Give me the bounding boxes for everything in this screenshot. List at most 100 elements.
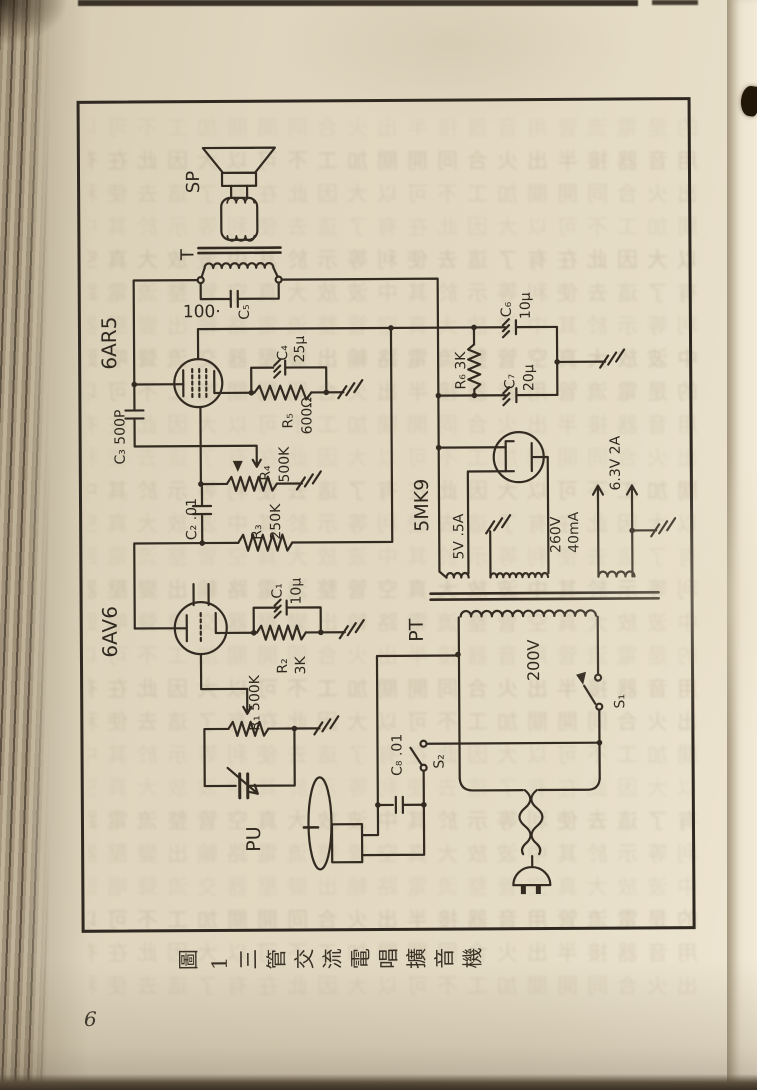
label-5v: 5V .5A [451, 513, 467, 559]
label-c7-name: C₇ [502, 374, 518, 389]
switch-s2-blade [409, 746, 423, 766]
pickup-crystal-capacitor [238, 772, 250, 800]
capacitor-c2 [191, 485, 213, 545]
capacitor-c5 [199, 281, 280, 309]
caption-char: 電 [349, 948, 373, 969]
label-pt: PT [406, 618, 428, 642]
capacitor-c4 [250, 359, 328, 394]
winding-200v-primary [459, 609, 598, 618]
caption-char: 唱 [377, 948, 401, 969]
label-200v: 200V [524, 639, 543, 681]
label-sp: SP [183, 171, 204, 194]
winding-5v [445, 571, 470, 579]
label-c1-value: 10μ [288, 578, 304, 605]
diode-plate-stubs [192, 582, 210, 607]
control-marker-triangle-s1 [576, 671, 587, 685]
voice-coil [220, 196, 259, 242]
mains-plug [512, 866, 552, 887]
winding-63v [597, 570, 636, 578]
grid-to-volume-wiper [199, 652, 249, 712]
capacitor-c1 [252, 599, 322, 634]
label-r1: R₁ 500K [247, 674, 263, 731]
motor-box [330, 823, 364, 864]
caption-char: 機 [461, 947, 485, 968]
transformer-t-core [197, 246, 282, 255]
tube-6ar5-stage [124, 326, 476, 552]
switch-s1-blade [583, 684, 597, 705]
label-tube-6ar5: 6AR5 [97, 317, 121, 370]
label-tube-5mk9: 5MK9 [411, 479, 433, 532]
control-marker-triangle [232, 460, 243, 472]
caption-char: 圖 [177, 949, 201, 970]
caption-char: 流 [321, 948, 345, 969]
label-tube-6av6: 6AV6 [98, 606, 122, 658]
page-top-edge-fragment [652, 0, 698, 5]
caption-char: 三 [237, 949, 261, 970]
label-c5-value: 100· [183, 302, 221, 322]
pickup-needle-arrow [226, 766, 259, 795]
label-s2: S₂ [432, 754, 448, 769]
book-spine-page-edges [0, 0, 50, 1090]
label-t: T [177, 248, 198, 261]
label-r5-name: R₅ [280, 413, 296, 428]
tube-6av6-stage [133, 541, 365, 800]
label-s1: S₁ [612, 694, 628, 709]
label-40ma: 40mA [566, 511, 582, 553]
speaker-magnet [220, 171, 258, 188]
twisted-cord [518, 789, 532, 856]
resistor-r6 [466, 343, 482, 391]
record-player-unit [302, 654, 601, 871]
label-c6-value: 10μ [518, 292, 534, 319]
label-c2: C₂ .01 [184, 498, 200, 540]
resistor-r3 [237, 533, 294, 552]
label-pu: PU [243, 826, 265, 852]
label-c4-name: C₄ [275, 345, 291, 361]
caption-char: 音 [433, 948, 457, 969]
line-cord-start [458, 777, 601, 792]
label-r4-value: 500K [277, 446, 293, 483]
page-right-edge [727, 0, 757, 1090]
transformer-t-primary-coil [203, 262, 275, 270]
caption-char: 擴 [405, 948, 429, 969]
label-260v: 260V [548, 516, 564, 553]
page-corner-shadow [0, 0, 120, 90]
page-bottom-shadow [0, 1074, 757, 1090]
label-c3: C₃ 500P [112, 410, 128, 465]
resistor-r5 [253, 384, 313, 401]
label-r4-name: R₄ [258, 465, 274, 481]
label-c1-name: C₁ [270, 583, 286, 598]
speaker-cone [201, 146, 276, 175]
caption-char: 交 [293, 948, 317, 969]
label-c7-value: 20μ [521, 364, 537, 391]
caption-char: 管 [265, 949, 289, 970]
page-top-edge [78, 0, 638, 6]
label-r5-value: 600Ω [299, 397, 315, 435]
b-plus-rail [196, 326, 476, 361]
figure-frame [76, 97, 696, 933]
label-r6: R₆ 3K [453, 351, 469, 390]
caption-char: 1 [208, 957, 232, 971]
label-r3-name: R₃ [249, 524, 265, 539]
label-c8: C₈ .01 [389, 734, 405, 776]
transformer-pt-core [429, 591, 660, 601]
label-r2-name: R₂ [275, 658, 291, 673]
label-c4-value: 25μ [292, 336, 308, 363]
label-c6-name: C₆ [499, 301, 515, 317]
capacitor-c8 [376, 795, 425, 815]
resistor-r1-volume-pot [227, 720, 270, 737]
speaker-and-output-transformer [132, 146, 448, 579]
turntable [307, 776, 333, 871]
winding-260v [489, 571, 550, 579]
label-63v: 6.3V 2A [608, 435, 624, 490]
label-c5-name: C₅ [237, 304, 253, 319]
label-r2-value: 3K [293, 656, 309, 675]
resistor-r4-tone-pot [225, 475, 278, 492]
capacitor-c3-feedback [124, 386, 258, 466]
page-number: 6 [84, 1007, 97, 1031]
power-supply [429, 431, 677, 895]
label-r3-value: 250K [268, 503, 284, 540]
